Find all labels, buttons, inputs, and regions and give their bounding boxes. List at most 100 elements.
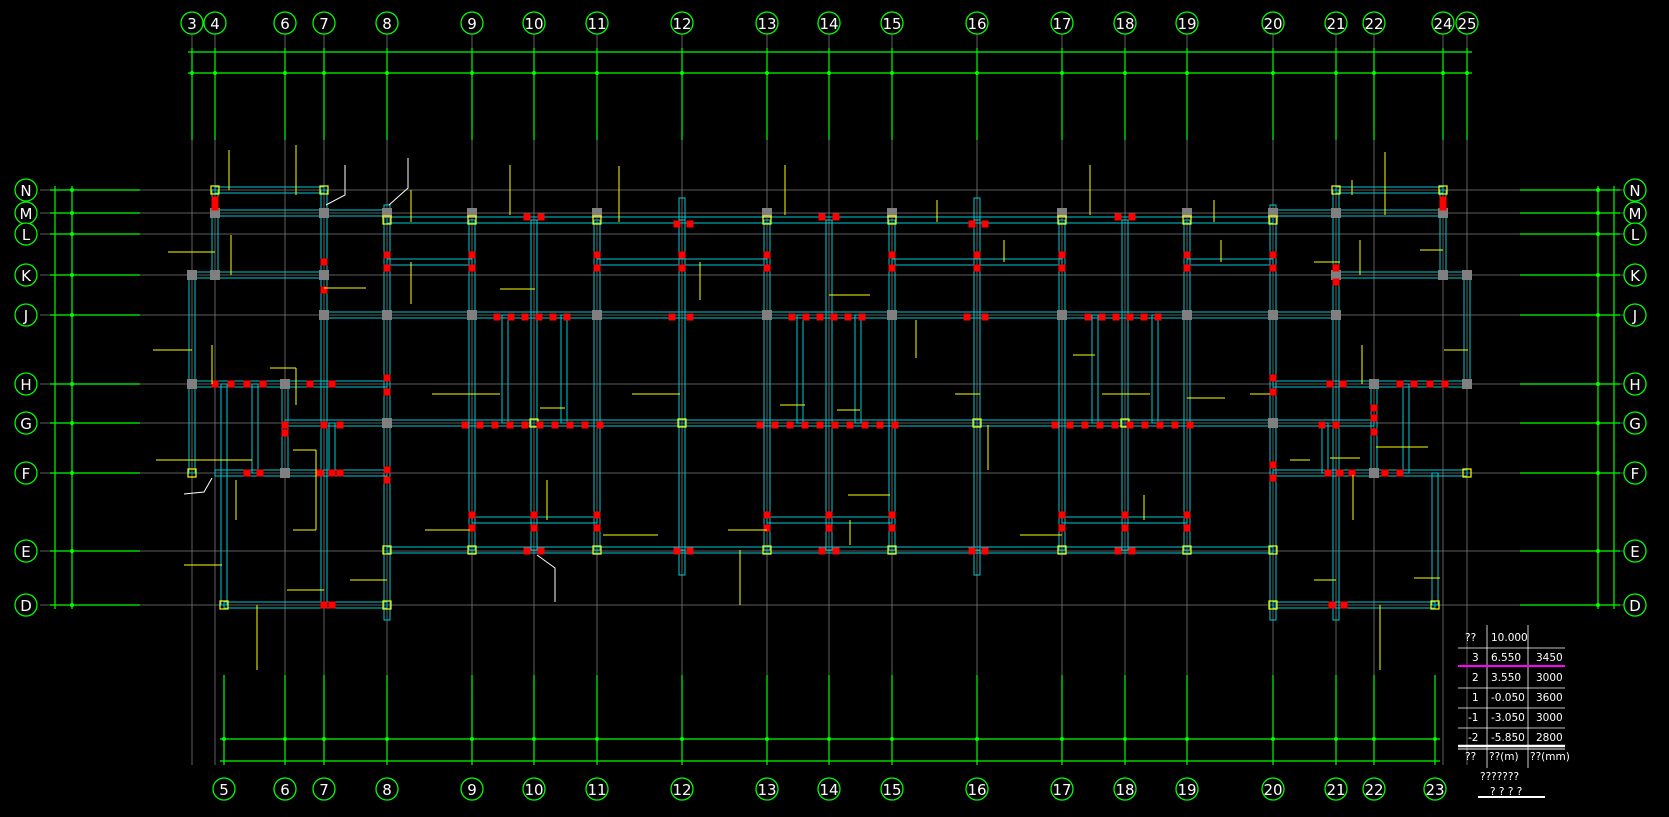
rebar-marker-102 xyxy=(468,524,476,532)
axis-bubble-top-17-label: 17 xyxy=(1052,15,1071,33)
rebar-marker-34 xyxy=(549,313,557,321)
axis-bubble-bottom-23-circle xyxy=(1423,777,1447,801)
rebar-marker-78 xyxy=(1141,421,1149,429)
dim-bottom-tick-16 xyxy=(1334,737,1338,741)
dim-top-tick-19 xyxy=(1441,71,1445,75)
dim-right-tick-5 xyxy=(1596,382,1600,386)
corner-column-3 xyxy=(467,215,477,225)
rebar-marker-82 xyxy=(211,380,219,388)
axis-bubble-top-10-circle xyxy=(522,11,546,35)
rebar-marker-108 xyxy=(763,524,771,532)
rebar-marker-1 xyxy=(537,213,545,221)
table-floor-4: -1 xyxy=(1468,712,1478,724)
axis-bubble-top-13-label: 13 xyxy=(757,15,776,33)
rebar-marker-138 xyxy=(320,286,328,294)
axis-bubble-bottom-6-label: 6 xyxy=(280,781,290,799)
dim-bottom-tick-14 xyxy=(1185,737,1189,741)
wall-main-cross-6 xyxy=(888,219,896,551)
rebar-marker-57 xyxy=(536,421,544,429)
rebar-marker-151 xyxy=(1318,421,1326,429)
table-height-1: 3450 xyxy=(1536,652,1563,664)
rebar-marker-9 xyxy=(1128,213,1136,221)
corner-column-11 xyxy=(1438,185,1448,195)
rebar-marker-8 xyxy=(1114,213,1122,221)
axis-bubble-bottom-15-label: 15 xyxy=(882,781,901,799)
wall-main-cross-4 xyxy=(763,219,771,551)
table-height-2: 3000 xyxy=(1536,672,1563,684)
rebar-marker-75 xyxy=(1096,421,1104,429)
rebar-marker-147 xyxy=(1396,380,1404,388)
dim-right-tick-7 xyxy=(1596,471,1600,475)
rebar-marker-148 xyxy=(1410,380,1418,388)
axis-bubble-top-25-label: 25 xyxy=(1457,15,1476,33)
dim-top-tick-10 xyxy=(827,71,831,75)
rebar-marker-109 xyxy=(825,511,833,519)
rebar-marker-128 xyxy=(1128,547,1136,555)
axis-bubble-bottom-17-label: 17 xyxy=(1052,781,1071,799)
axis-bubble-right-K-circle xyxy=(1623,263,1647,287)
table-header-elev: ??(m) xyxy=(1489,751,1519,763)
axis-bubble-top-15-label: 15 xyxy=(882,15,901,33)
dim-left-tick-8 xyxy=(70,549,74,553)
corner-column-13 xyxy=(467,545,477,555)
axis-bubble-bottom-20-label: 20 xyxy=(1263,781,1282,799)
rebar-marker-73 xyxy=(1066,421,1074,429)
rebar-marker-120 xyxy=(537,547,545,555)
rebar-marker-56 xyxy=(521,421,529,429)
dim-bottom-tick-11 xyxy=(975,737,979,741)
axis-bubble-bottom-11-label: 11 xyxy=(587,781,606,799)
column-21 xyxy=(592,310,602,320)
column-30 xyxy=(1369,379,1379,389)
dim-top-tick-3 xyxy=(322,71,326,75)
axis-bubble-bottom-23-label: 23 xyxy=(1425,781,1444,799)
rebar-marker-96 xyxy=(256,469,264,477)
table-elev-1: 6.550 xyxy=(1491,652,1521,664)
leader-lines xyxy=(153,145,1468,670)
dim-top-tick-12 xyxy=(975,71,979,75)
rebar-marker-83 xyxy=(227,380,235,388)
axis-bubble-left-M-label: M xyxy=(20,205,33,223)
axis-bubble-top-24-circle xyxy=(1431,11,1455,35)
wall-rw-inner xyxy=(1402,383,1410,474)
column-3 xyxy=(467,208,477,218)
dim-top-tick-13 xyxy=(1060,71,1064,75)
rebar-marker-23 xyxy=(973,264,981,272)
wall-lw-5 xyxy=(220,383,228,606)
column-33 xyxy=(1268,418,1278,428)
wall-main-k-1 xyxy=(386,258,473,266)
rebar-marker-104 xyxy=(530,524,538,532)
axis-bubble-left-K-circle xyxy=(14,263,38,287)
rebar-marker-111 xyxy=(888,511,896,519)
dim-top-tick-7 xyxy=(595,71,599,75)
axis-bubble-bottom-14-label: 14 xyxy=(819,781,838,799)
axis-bubble-right-L-circle xyxy=(1623,222,1647,246)
rebar-marker-39 xyxy=(830,313,838,321)
rebar-marker-116 xyxy=(1121,524,1129,532)
axis-bubble-top-19-circle xyxy=(1175,11,1199,35)
table-floor-5: -2 xyxy=(1468,732,1478,744)
corner-column-23 xyxy=(1430,600,1440,610)
column-27 xyxy=(1331,310,1341,320)
axis-bubble-top-8-label: 8 xyxy=(382,15,392,33)
axis-bubble-bottom-8-circle xyxy=(375,777,399,801)
rebar-marker-26 xyxy=(1183,251,1191,259)
column-15 xyxy=(1331,270,1341,280)
column-12 xyxy=(187,270,197,280)
rebar-marker-144 xyxy=(1269,474,1277,482)
corner-column-16 xyxy=(887,545,897,555)
dim-left-tick-1 xyxy=(70,211,74,215)
dim-top-tick-5 xyxy=(470,71,474,75)
rebar-marker-112 xyxy=(888,524,896,532)
rebar-marker-24 xyxy=(1058,251,1066,259)
table-floor-3: 1 xyxy=(1472,692,1479,704)
column-4 xyxy=(592,208,602,218)
dim-bottom-tick-7 xyxy=(680,737,684,741)
axis-bubble-top-19-label: 19 xyxy=(1177,15,1196,33)
axis-bubble-top-20-circle xyxy=(1261,11,1285,35)
rebar-marker-97 xyxy=(383,374,391,382)
axis-bubble-left-N-label: N xyxy=(20,182,31,200)
dim-top-tick-20 xyxy=(1465,71,1469,75)
